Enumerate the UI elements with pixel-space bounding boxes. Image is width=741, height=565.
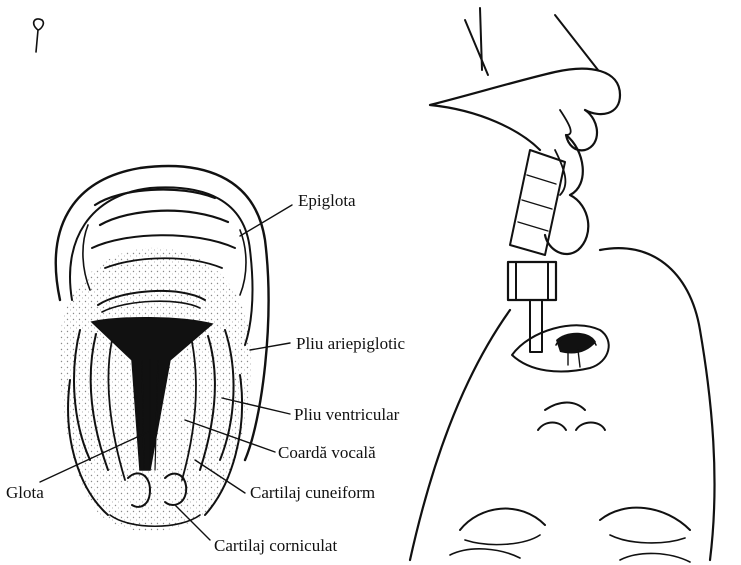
label-cartilaj-corniculat: Cartilaj corniculat	[214, 536, 337, 555]
label-pliu-ariepiglotic: Pliu ariepiglotic	[296, 334, 406, 353]
label-epiglota: Epiglota	[298, 191, 356, 210]
patient-nose	[538, 403, 605, 431]
larynx-drawing	[56, 166, 269, 531]
label-pliu-ventricular: Pliu ventricular	[294, 405, 400, 424]
laryngoscopy-scene	[410, 8, 715, 562]
patient-head	[600, 248, 715, 560]
operator-hand	[430, 69, 620, 254]
patient-eye-right	[600, 508, 690, 530]
laryngoscope-handle	[510, 150, 565, 255]
patient-eye-left	[460, 509, 545, 530]
label-glota: Glota	[6, 483, 44, 502]
corner-mark-icon	[34, 19, 44, 52]
label-coarda-vocala: Coardă vocală	[278, 443, 376, 462]
label-cartilaj-cuneiform: Cartilaj cuneiform	[250, 483, 375, 502]
